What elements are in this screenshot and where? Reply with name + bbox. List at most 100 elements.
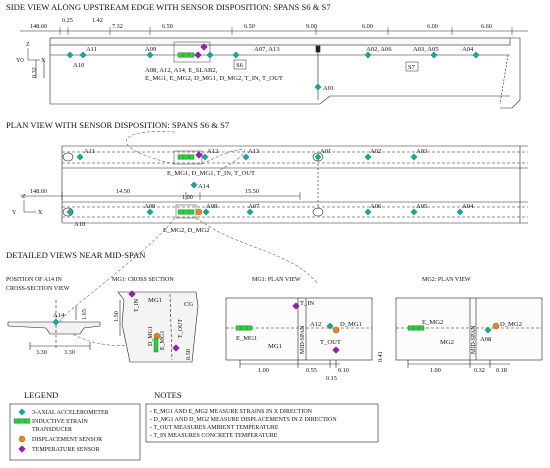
- mg1-plan-label-dmg1: D_MG1: [340, 321, 362, 328]
- label-A09-plan: A09: [144, 203, 156, 210]
- dim-7-32: 7.32: [112, 23, 123, 30]
- legend-accelerometer-label: 3-AXIAL ACCELEROMETER: [32, 410, 109, 416]
- sensor-A14-plan: [190, 181, 198, 189]
- label-A07-side: A07, A13: [254, 46, 280, 53]
- mg2-plan-label-a08: A08: [480, 336, 492, 343]
- span-S6-box: [233, 59, 247, 70]
- label-A10-plan: A10: [74, 221, 86, 228]
- plan-dim-1-00: 1.00: [182, 194, 193, 201]
- group-label-side-2: E_MG1, E_MG2, D_MG1, D_MG2, T_IN, T_OUT: [145, 75, 283, 82]
- mg1-plan-label-a12: A12: [310, 321, 321, 328]
- plan-view-heading: PLAN VIEW WITH SENSOR DISPOSITION: SPANS…: [6, 120, 230, 130]
- dim-6-60: 6.60: [481, 23, 492, 30]
- label-A13-plan: A13: [248, 148, 260, 155]
- label-A03-side: A03, A05: [413, 46, 439, 53]
- sensor-A10-side: [66, 51, 74, 59]
- label-A05-plan: A05: [416, 203, 428, 210]
- dim-6-00-b: 6.00: [427, 23, 438, 30]
- mg1-plan-label-tin: T_IN: [300, 300, 315, 307]
- mg1-section-shape: [117, 291, 199, 363]
- label-A01-plan: A01: [320, 148, 331, 155]
- mg1-plan-label-midspan: MID-SPAN: [300, 325, 306, 354]
- mg1-plan-dim-0-41: 0.41: [377, 351, 384, 362]
- a14-title-1: POSITION OF A14 IN: [6, 277, 63, 283]
- detail-views-heading: DETAILED VIEWS NEAR MID-SPAN: [6, 250, 146, 260]
- sensor-strain-side: [177, 52, 195, 58]
- plan-upper-group-box: [173, 150, 203, 165]
- label-A12-plan: A12: [207, 148, 218, 155]
- plan-lower-group-label: E_MG2, D_MG2: [163, 227, 210, 234]
- sensor-E-MG1-detail: [235, 325, 253, 331]
- label-A11-plan: A11: [84, 148, 95, 155]
- a14-dim-3-30-a: 3.30: [36, 349, 47, 356]
- mg1-section-label-dmg1: D_MG1: [148, 326, 154, 346]
- sensor-T-plan: [195, 151, 203, 159]
- plan-dim-15-50: 15.50: [245, 188, 259, 195]
- mg1-section-label-tout: T_OUT: [178, 319, 184, 338]
- dim-1-42: 1.42: [92, 17, 103, 24]
- mg1-plan-dim-0-15: 0.15: [326, 375, 337, 382]
- note-1: - E_MG1 AND E_MG2 MEASURE STRAINS IN X D…: [150, 409, 313, 415]
- group-label-side-1: A08, A12, A14, E_SLAB2,: [145, 67, 218, 74]
- mg2-plan-box: [395, 297, 543, 368]
- legend-box: [9, 403, 141, 461]
- legend-strain-label-1: INDUCTIVE STRAIN: [32, 419, 88, 425]
- side-axes: [20, 48, 40, 62]
- mg1-section-dim-1-50: 1.50: [113, 311, 120, 322]
- plan-axis-z: Z: [22, 194, 26, 200]
- side-view-heading: SIDE VIEW ALONG UPSTREAM EDGE WITH SENSO…: [6, 2, 331, 12]
- span-S7-label: S7: [408, 64, 416, 71]
- label-A04-plan: A04: [462, 203, 474, 210]
- sensor-temp-side-bot: [194, 51, 202, 59]
- mg1-section-label-cg: CG: [184, 301, 193, 308]
- label-A01-side: A01: [323, 85, 334, 92]
- notes-heading: NOTES: [154, 390, 182, 400]
- legend-displacement-icon: [18, 435, 26, 443]
- sensor-A01-side: [314, 83, 322, 91]
- side-axis-z: Z: [26, 42, 30, 48]
- legend-temperature-icon: [18, 445, 26, 453]
- mg1-plan-label-tout: T_OUT: [320, 339, 341, 346]
- mg1-plan-box: [225, 297, 373, 368]
- label-A06-plan: A06: [370, 203, 382, 210]
- note-4: - T_IN MEASURES CONCRETE TEMPERATURE: [150, 433, 278, 439]
- mg2-plan-dim-0-18: 0.18: [496, 367, 507, 374]
- dim-6-00-a: 6.00: [362, 23, 373, 30]
- label-A14-plan: A14: [198, 183, 210, 190]
- note-2: - D_MG1 AND D_MG2 MEASURE DISPLACEMENTS …: [150, 417, 337, 423]
- sensor-acc-group-side: [206, 51, 214, 59]
- mg2-plan-title: MG2: PLAN VIEW: [422, 277, 471, 283]
- dim-6-50-a: 6.50: [162, 23, 173, 30]
- dim-9-00: 9.00: [306, 23, 317, 30]
- mg2-plan-dim-0-32: 0.32: [474, 367, 485, 374]
- legend-strain-icon: [13, 418, 31, 424]
- sensor-E-MG1-section: [153, 337, 159, 353]
- label-A07-plan: A07: [248, 203, 260, 210]
- sensor-E-MG2-detail: [407, 325, 425, 331]
- mg2-plan-label-mg2: MG2: [440, 339, 454, 346]
- mg1-plan-label-mg1: MG1: [268, 343, 282, 350]
- label-A09-side: A09: [145, 46, 157, 53]
- plan-upper-group-label: E_MG1, D_MG1, T_IN, T_OUT: [167, 170, 255, 177]
- plan-axis-x: X: [38, 210, 43, 216]
- side-axis-y: Y: [16, 58, 21, 64]
- mg1-plan-dim-0-10: 0.10: [338, 367, 349, 374]
- sensor-E-MG2-plan: [177, 209, 195, 215]
- a14-cross-section: [7, 300, 101, 350]
- label-A03-plan: A03: [416, 148, 428, 155]
- side-height-dim: 0.32: [31, 67, 38, 78]
- mg2-plan-label-midspan: MID-SPAN: [471, 325, 477, 354]
- notes-box: [145, 403, 379, 443]
- label-A08-plan: A08: [206, 203, 218, 210]
- sensor-E-MG1-plan: [177, 154, 195, 160]
- plan-dim-14-50: 14.50: [116, 188, 130, 195]
- dim-6-50-b: 6.50: [244, 23, 255, 30]
- label-A11-side: A11: [86, 46, 97, 53]
- mg2-plan-label-dmg2: D_MG2: [500, 321, 522, 328]
- sensor-A07-side: [232, 51, 240, 59]
- plan-axis-y: Y: [12, 210, 17, 216]
- plan-deck: [61, 145, 528, 224]
- sensor-D-MG1-detail: [332, 326, 340, 334]
- side-dimension-line: [20, 27, 528, 35]
- label-A02-side: A02, A06: [366, 46, 392, 53]
